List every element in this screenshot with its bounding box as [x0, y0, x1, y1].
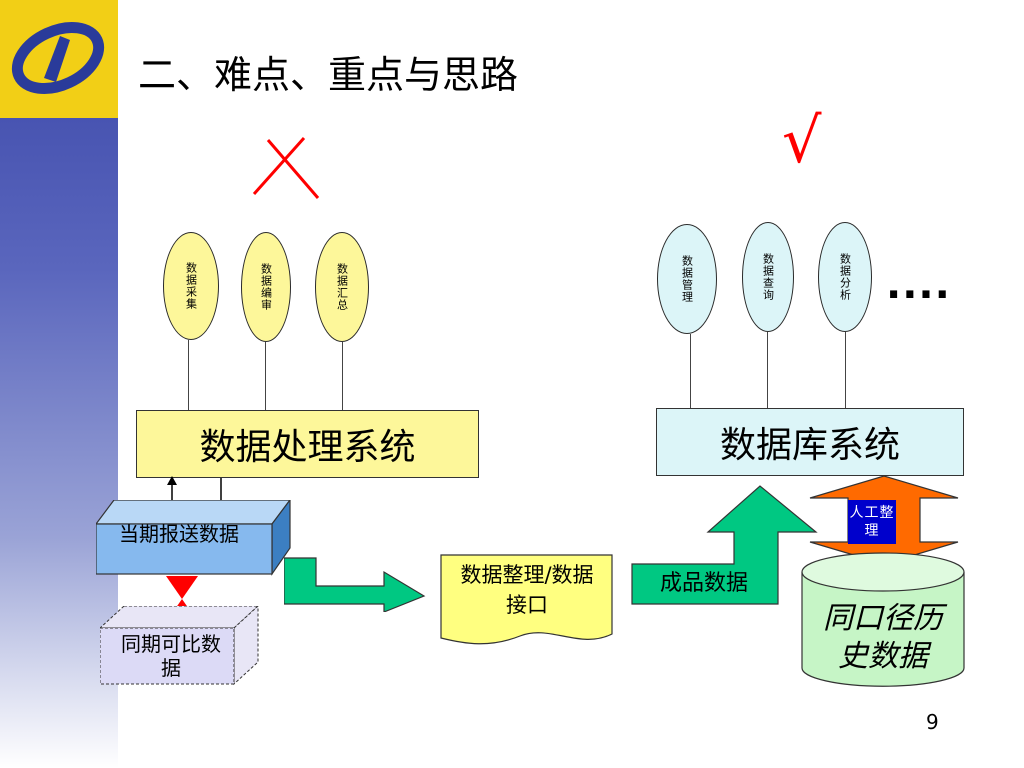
ellipse-summary: 数据汇总 — [315, 232, 369, 342]
comparable-data-box-shape — [100, 606, 259, 686]
logo-emblem-icon — [11, 22, 105, 94]
ellipse-analysis: 数据分析 — [818, 222, 872, 332]
comparable-data-label: 同期可比数据 — [121, 632, 221, 680]
logo — [0, 0, 118, 118]
history-data-label: 同口径历史数据 — [823, 601, 943, 674]
sidebar-band — [0, 0, 118, 768]
ellipse-query: 数据查询 — [742, 222, 794, 332]
page-title: 二、难点、重点与思路 — [138, 53, 519, 97]
ellipse-audit: 数据编审 — [241, 232, 291, 342]
up-arrow-icon — [631, 485, 818, 605]
history-data-cylinder — [801, 552, 965, 687]
ellipse-collect: 数据采集 — [163, 232, 219, 340]
connector-line — [690, 334, 691, 408]
more-indicator: .... — [886, 262, 951, 308]
current-data-label: 当期报送数据 — [119, 522, 239, 546]
product-data-label: 成品数据 — [659, 571, 748, 596]
connector-line — [265, 342, 266, 410]
bent-arrow-icon — [284, 557, 426, 612]
data-processing-system-box: 数据处理系统 — [136, 410, 479, 478]
cross-mark-icon — [252, 137, 320, 199]
database-system-box: 数据库系统 — [656, 408, 964, 476]
connector-line — [845, 332, 846, 408]
manual-sort-badge: 人工整理 — [848, 500, 896, 544]
page-number: 9 — [926, 710, 939, 734]
manual-sort-label: 人工整理 — [849, 505, 895, 539]
connector-line — [342, 342, 343, 410]
current-data-box-shape — [96, 500, 291, 576]
connector-line — [188, 340, 189, 410]
connector-line — [767, 332, 768, 408]
ellipse-manage: 数据管理 — [657, 224, 717, 334]
check-mark: √ — [782, 104, 822, 177]
data-interface-label: 数据整理/数据接口 — [460, 563, 594, 617]
data-interface-document-shape — [440, 554, 613, 645]
